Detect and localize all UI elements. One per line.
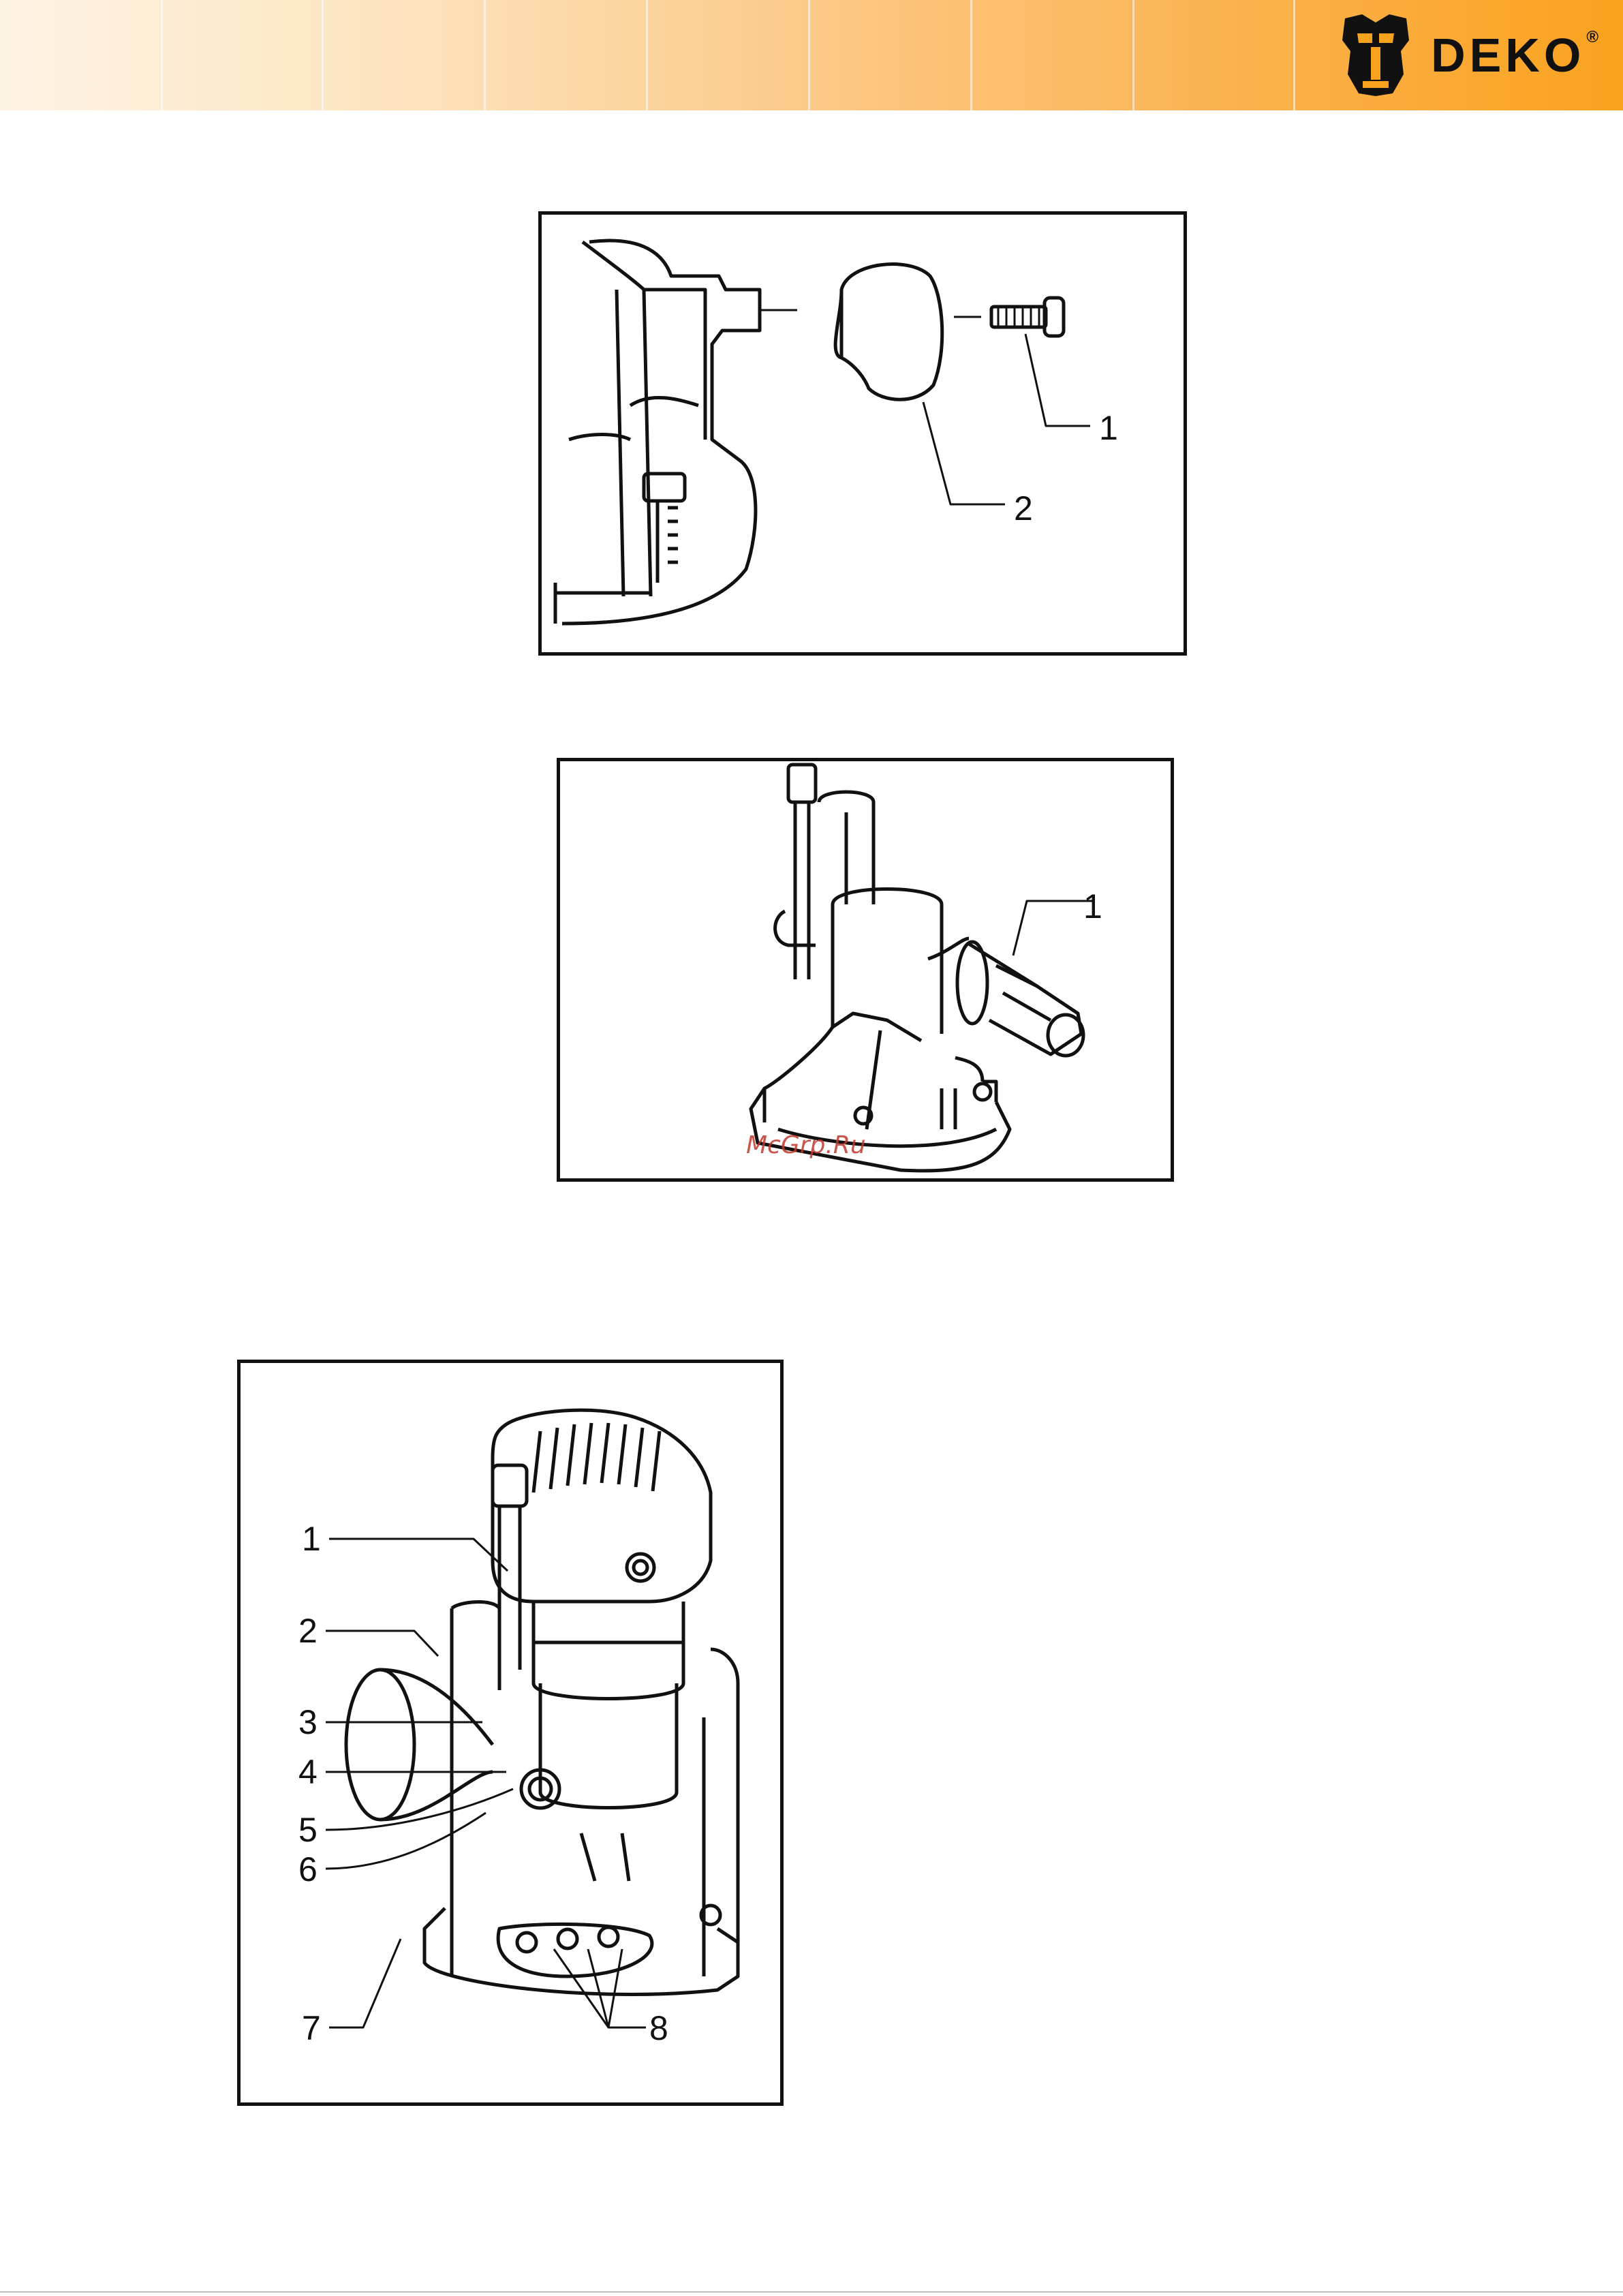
callout-label: 2 <box>298 1612 318 1650</box>
header-segment <box>646 0 810 110</box>
callout-label: 1 <box>1083 887 1102 925</box>
router-base-drawing: 1 <box>560 761 1171 1178</box>
registered-mark: ® <box>1586 28 1603 46</box>
header-segment <box>161 0 324 110</box>
callout-label: 8 <box>649 2009 668 2047</box>
header-banner: DEKO® <box>0 0 1623 110</box>
header-segment <box>808 0 972 110</box>
deko-robot-mask-logo-icon <box>1338 13 1413 97</box>
callout-label: 1 <box>302 1520 321 1558</box>
callout-label: 6 <box>298 1850 318 1888</box>
callout-label: 4 <box>298 1753 318 1791</box>
callout-label: 1 <box>1099 409 1118 447</box>
figure-plunge-router-parts: 1 2 3 4 5 6 7 8 <box>237 1360 784 2106</box>
callout-label: 3 <box>298 1703 318 1741</box>
header-segment <box>484 0 648 110</box>
callout-label: 2 <box>1014 489 1033 527</box>
router-handle-drawing: 1 2 <box>542 215 1184 652</box>
plunge-router-drawing: 1 2 3 4 5 6 7 8 <box>241 1363 780 2102</box>
callout-label: 5 <box>298 1811 318 1849</box>
header-segment <box>1132 0 1295 110</box>
brand-logo: DEKO® <box>1338 11 1603 100</box>
callout-label: 7 <box>302 2009 321 2047</box>
figure-handle-attachment: 1 2 <box>538 211 1187 656</box>
footer-divider <box>0 2291 1623 2293</box>
header-segment <box>322 0 486 110</box>
header-segment <box>0 0 163 110</box>
brand-text: DEKO <box>1431 29 1585 82</box>
brand-wordmark: DEKO® <box>1431 28 1603 82</box>
watermark: McGrp.Ru <box>746 1131 866 1159</box>
header-segment <box>970 0 1134 110</box>
figure-side-handle: 1 <box>557 758 1174 1182</box>
